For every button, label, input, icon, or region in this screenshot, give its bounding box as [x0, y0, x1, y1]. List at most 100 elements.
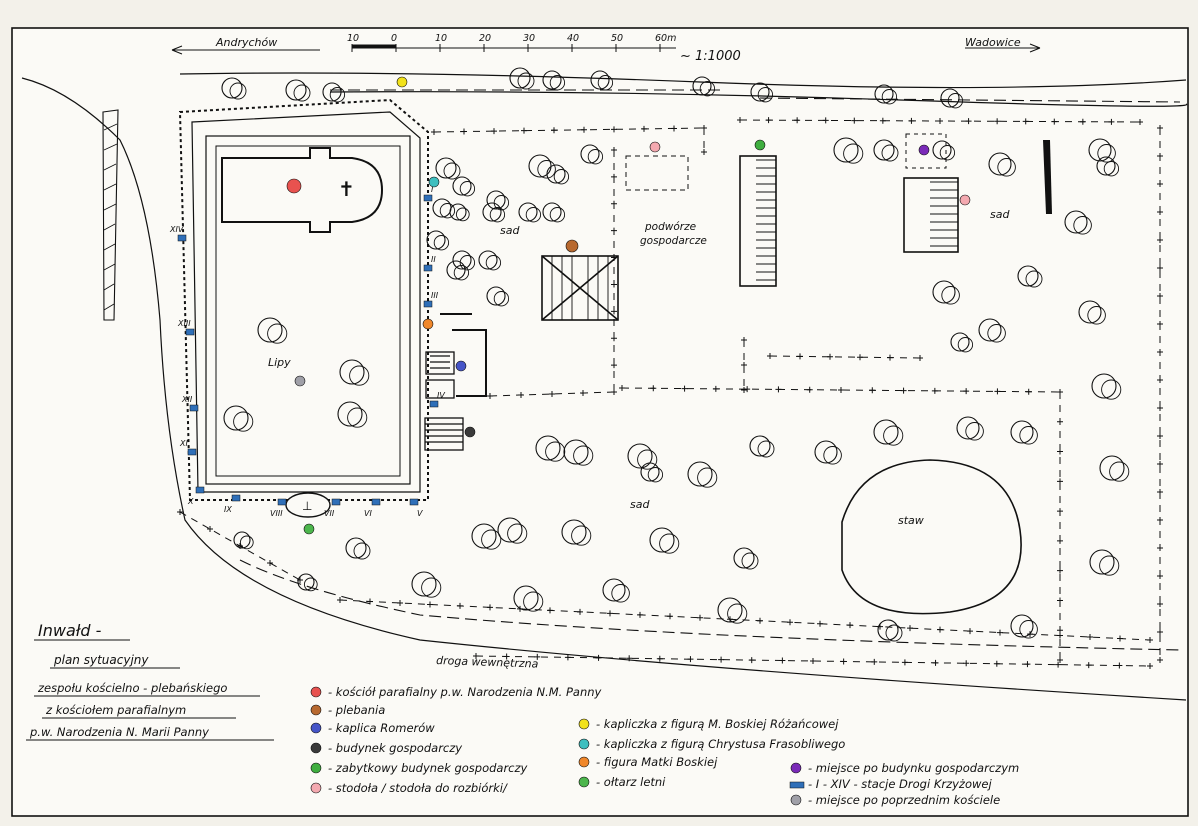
fence-post: [681, 385, 688, 392]
tree: [523, 591, 544, 612]
tree: [659, 533, 680, 554]
fence-post: [900, 387, 907, 394]
fence-post: [1157, 321, 1163, 327]
tree: [833, 137, 859, 163]
station-label: VIII: [270, 509, 283, 518]
tree: [1109, 461, 1130, 482]
scale-tick-label: 10: [435, 33, 447, 44]
station-label: VI: [364, 509, 372, 518]
title-with-church: z kościołem parafialnym: [45, 703, 186, 717]
legend-swatch: [578, 776, 590, 788]
legend-swatch: [310, 722, 322, 734]
legend-label: - budynek gospodarczy: [328, 741, 462, 755]
tree: [459, 255, 476, 271]
fence-post: [611, 173, 617, 180]
tree: [1019, 426, 1038, 445]
fence-post: [461, 128, 467, 135]
tree: [347, 407, 368, 428]
fence-post: [487, 604, 493, 611]
fence-post: [641, 125, 647, 132]
fence-post: [367, 598, 373, 605]
fence-post: [1079, 118, 1086, 125]
fence-post: [847, 622, 853, 629]
label-pond: staw: [898, 514, 924, 527]
fence-post: [1057, 627, 1063, 634]
station-marker: [195, 486, 205, 494]
marker-historic-farm-building: [754, 139, 766, 151]
fence-post: [1147, 663, 1153, 669]
legend-label: - miejsce po poprzednim kościele: [808, 793, 1000, 807]
station-marker: [231, 494, 241, 502]
tree: [449, 203, 467, 221]
tree: [549, 207, 566, 223]
station-marker: [185, 328, 195, 336]
tree: [580, 144, 600, 164]
fence-post: [564, 654, 571, 661]
fence-post: [611, 126, 617, 133]
fence-post: [473, 653, 479, 659]
tree: [507, 523, 528, 544]
fence-post: [1057, 657, 1063, 663]
fence-post: [611, 389, 617, 395]
tree: [349, 365, 370, 386]
tree: [733, 547, 755, 569]
legend-label: - I - XIV - stacje Drogi Krzyżowej: [808, 777, 992, 791]
fence-post: [547, 607, 553, 614]
tree: [1064, 210, 1088, 234]
tree: [542, 70, 562, 90]
station-marker: [331, 498, 341, 506]
tree: [257, 317, 283, 343]
tree: [223, 405, 249, 431]
fence-post: [765, 117, 772, 124]
svg-text:⊥: ⊥: [302, 499, 312, 513]
station-marker: [277, 498, 287, 506]
tree: [997, 158, 1016, 177]
tree: [947, 93, 964, 109]
fence-post: [1157, 405, 1163, 411]
fence-post: [611, 281, 617, 288]
tree: [885, 624, 903, 642]
tree: [940, 88, 960, 108]
tree: [497, 517, 523, 543]
tree: [1010, 614, 1034, 638]
tree: [337, 401, 363, 427]
tree: [873, 139, 895, 161]
marker-virgin-figure: [422, 318, 434, 330]
tree: [303, 577, 318, 592]
tree: [939, 145, 956, 161]
station-marker: [429, 400, 439, 408]
legend-swatch: [790, 762, 802, 774]
legend-swatch: [310, 782, 322, 794]
fence-post: [626, 655, 633, 662]
fence-post: [963, 388, 970, 395]
fence-post: [1157, 125, 1163, 131]
tree: [932, 140, 952, 160]
legend-label: - miejsce po budynku gospodarczym: [808, 761, 1019, 775]
tree: [542, 202, 562, 222]
fence-post: [994, 388, 1001, 395]
station-marker: [409, 498, 419, 506]
fence-post: [1108, 118, 1115, 125]
tree: [285, 79, 307, 101]
long-barn-2: [903, 177, 959, 253]
fence-post: [967, 628, 973, 635]
tree: [1019, 620, 1038, 639]
fence-post: [1057, 508, 1063, 515]
fence-post: [993, 660, 1000, 667]
tree: [493, 291, 510, 307]
fence-post: [207, 526, 213, 532]
tree: [1089, 549, 1115, 575]
tree: [988, 152, 1012, 176]
tree: [443, 162, 461, 180]
fence-post: [851, 117, 858, 124]
station-marker: [189, 404, 199, 412]
fence-post: [767, 353, 773, 359]
legend-swatch: [310, 704, 322, 716]
fence-post: [1117, 635, 1123, 642]
label-orchard-1: sad: [500, 224, 520, 237]
tree: [727, 603, 748, 624]
marker-parish-church: [286, 178, 302, 194]
scale-tick-label: 0: [391, 33, 397, 44]
legend-label: - kościół parafialny p.w. Narodzenia N.M…: [328, 685, 602, 699]
tree: [481, 529, 502, 550]
